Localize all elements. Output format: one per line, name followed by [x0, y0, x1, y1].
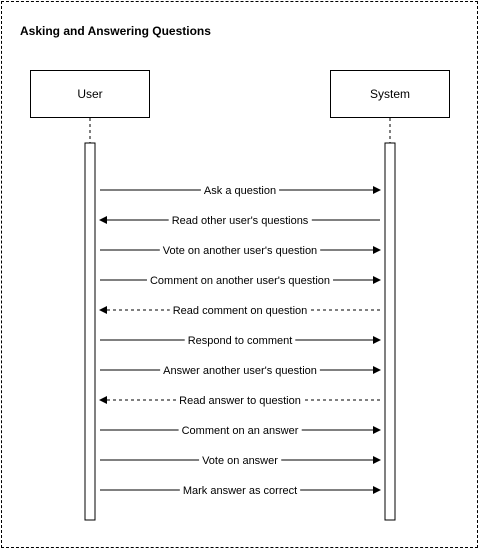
system-activation-bar	[384, 142, 396, 521]
message-3: Vote on another user's question	[100, 244, 381, 258]
message-label-background	[179, 484, 301, 498]
actor-system: System	[330, 70, 450, 118]
message-label: Read other user's questions	[172, 215, 309, 227]
message-1: Ask a question	[100, 184, 381, 198]
message-label: Read answer to question	[179, 395, 301, 407]
message-label-background	[184, 334, 296, 348]
message-label-background	[200, 184, 280, 198]
message-6: Respond to comment	[100, 334, 381, 348]
user-activation-bar	[84, 142, 96, 521]
message-label-background	[168, 214, 312, 228]
message-11: Mark answer as correct	[100, 484, 381, 498]
message-label: Comment on an answer	[182, 425, 299, 437]
message-9: Comment on an answer	[100, 424, 381, 438]
message-5: Read comment on question	[99, 304, 380, 318]
message-label: Comment on another user's question	[150, 275, 330, 287]
message-7: Answer another user's question	[100, 364, 381, 378]
diagram-title: Asking and Answering Questions	[20, 24, 211, 38]
message-label: Respond to comment	[188, 335, 293, 347]
message-8: Read answer to question	[99, 394, 380, 408]
message-label-background	[160, 364, 320, 378]
message-label: Ask a question	[204, 185, 276, 197]
message-4: Comment on another user's question	[100, 274, 381, 288]
message-label-background	[176, 394, 304, 408]
message-label: Answer another user's question	[163, 365, 317, 377]
message-label: Vote on another user's question	[163, 245, 317, 257]
message-label-background	[178, 424, 302, 438]
message-2: Read other user's questions	[99, 214, 380, 228]
message-label: Vote on answer	[202, 455, 278, 467]
message-label-background	[146, 274, 334, 288]
message-label-background	[159, 244, 321, 258]
message-label: Read comment on question	[173, 305, 308, 317]
actor-user: User	[30, 70, 150, 118]
message-10: Vote on answer	[100, 454, 381, 468]
message-label-background	[169, 304, 311, 318]
message-label: Mark answer as correct	[183, 485, 297, 497]
message-label-background	[199, 454, 282, 468]
